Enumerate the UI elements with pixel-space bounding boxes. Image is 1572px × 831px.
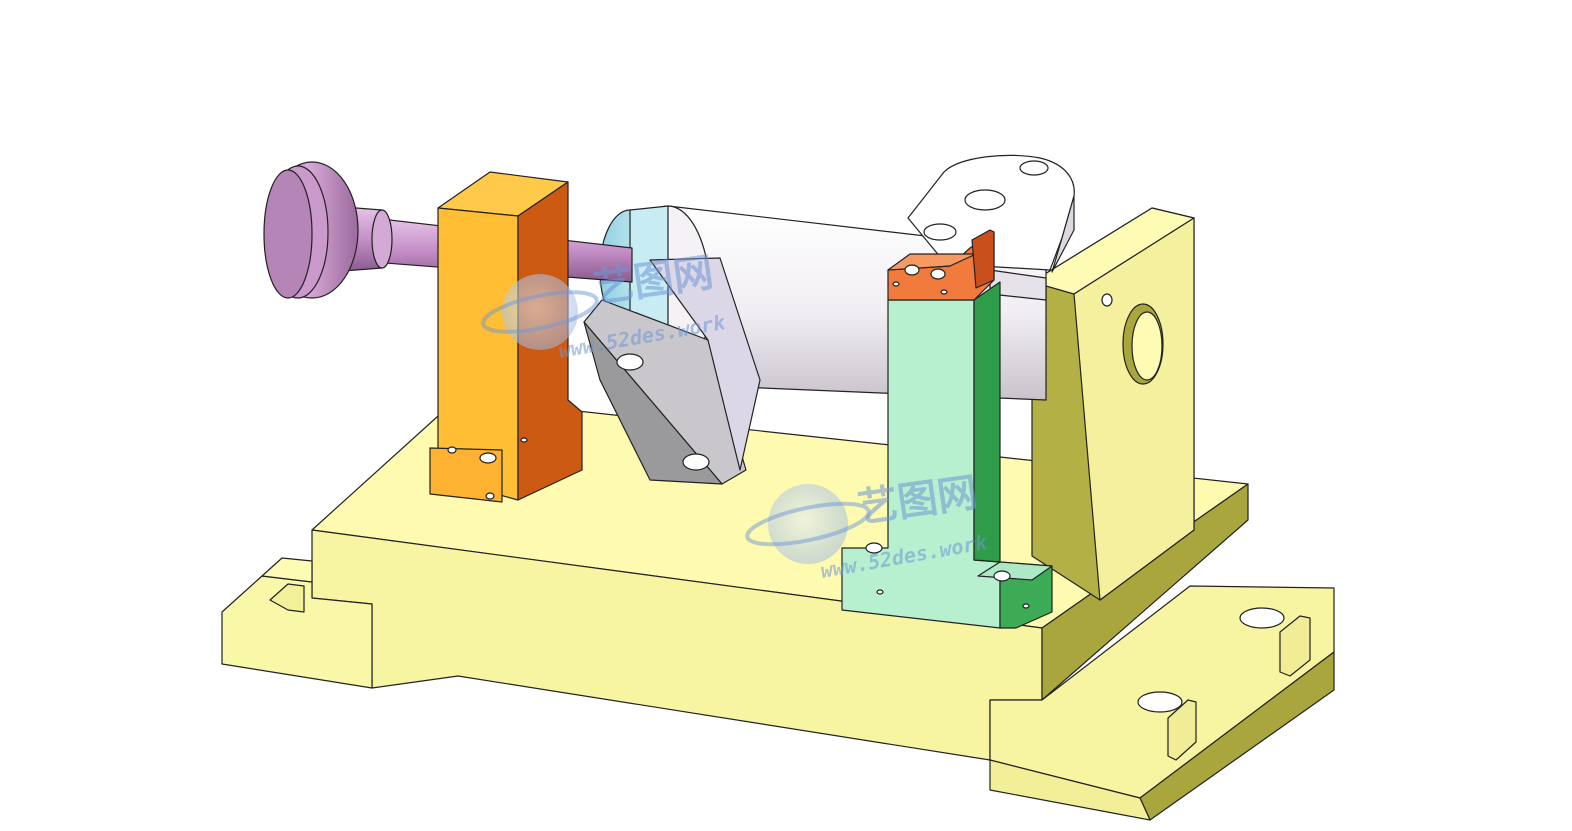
- link-plate: [907, 154, 1075, 273]
- right-support-bracket: [1031, 207, 1195, 601]
- green-upright: [841, 281, 1053, 629]
- orange-locator-cap: [887, 229, 995, 301]
- grey-clamp-bracket: [583, 257, 761, 485]
- watermark-globe-icon: [768, 484, 848, 564]
